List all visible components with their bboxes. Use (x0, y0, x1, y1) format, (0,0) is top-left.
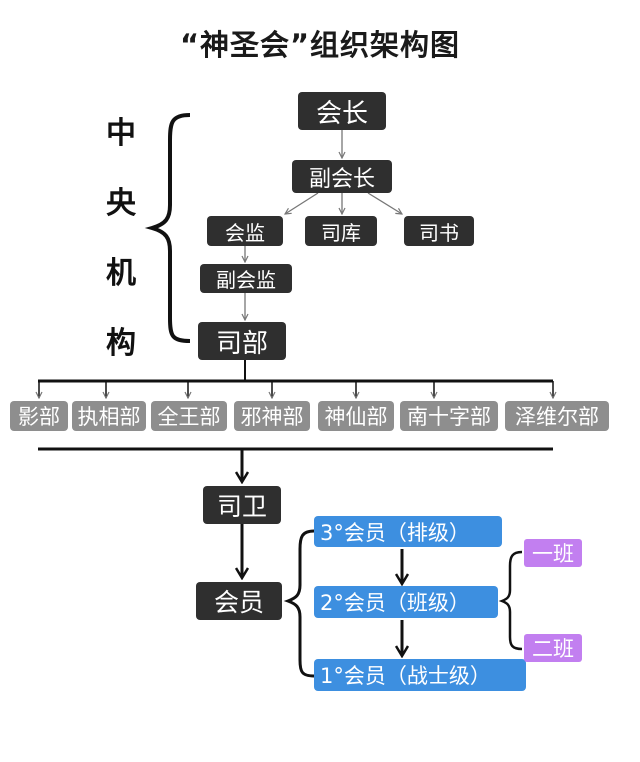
node-department: 司部 (198, 322, 286, 360)
dept-ying: 影部 (10, 401, 68, 431)
member-level-2: 2°会员（班级） (314, 586, 498, 618)
squad-brace (498, 550, 523, 651)
central-label-char-4: 构 (106, 326, 136, 361)
dept-zhixiang: 执相部 (72, 401, 146, 431)
central-label-char-1: 中 (106, 116, 136, 151)
dept-quanwang: 全王部 (151, 401, 227, 431)
member-brace (283, 529, 315, 678)
dept-nanshizi: 南十字部 (400, 401, 498, 431)
department-drop-arrows (39, 381, 553, 398)
node-president: 会长 (298, 92, 386, 130)
central-brace (144, 113, 191, 343)
dept-zeweier: 泽维尔部 (505, 401, 609, 431)
node-member: 会员 (196, 582, 282, 620)
node-secretary: 司书 (404, 216, 474, 246)
dept-xieshen: 邪神部 (234, 401, 310, 431)
node-supervisor: 会监 (207, 216, 283, 246)
squad-one: 一班 (524, 539, 582, 567)
arrow-vice-secretary (367, 192, 402, 214)
arrow-vice-supervisor (285, 192, 319, 214)
central-label-char-2: 央 (106, 186, 136, 221)
squad-two: 二班 (524, 634, 582, 662)
central-label-char-3: 机 (106, 256, 136, 291)
member-level-1: 1°会员（战士级） (314, 659, 526, 691)
node-treasurer: 司库 (305, 216, 377, 246)
member-level-3: 3°会员（排级） (314, 516, 502, 547)
diagram-title: “神圣会”组织架构图 (179, 28, 461, 62)
node-vice-supervisor: 副会监 (200, 264, 292, 293)
dept-shenxian: 神仙部 (318, 401, 394, 431)
node-vice-president: 副会长 (292, 160, 392, 193)
node-guard: 司卫 (203, 486, 281, 524)
